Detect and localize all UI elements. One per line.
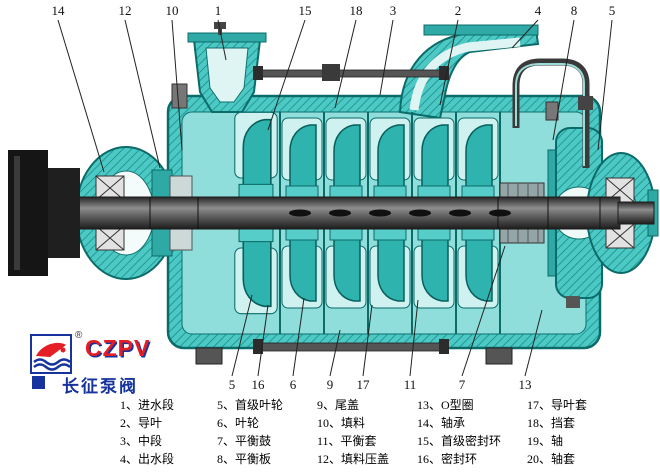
callout-label: 10	[165, 3, 179, 18]
legend-item: 5、首级叶轮	[217, 398, 284, 412]
legend-item: 12、填料压盖	[317, 452, 390, 466]
logo-accent-box	[32, 376, 45, 389]
legend-item: 3、中段	[120, 434, 163, 448]
legend-item: 20、轴套	[527, 452, 576, 466]
legend-item: 1、进水段	[120, 398, 175, 412]
legend-item: 2、导叶	[120, 416, 163, 430]
callout-label: 12	[118, 3, 132, 18]
legend-item: 7、平衡鼓	[217, 434, 272, 448]
legend-item: 9、尾盖	[317, 398, 360, 412]
callout-label: 13	[518, 377, 532, 392]
callout-label: 15	[298, 3, 312, 18]
logo-emblem-icon	[30, 334, 72, 374]
company-name: 长征泵阀	[62, 377, 138, 396]
callout-label: 14	[51, 3, 65, 18]
callout-label: 16	[251, 377, 265, 392]
callout-label: 6	[289, 377, 297, 392]
callout-label: 8	[570, 3, 578, 18]
callout-label: 9	[326, 377, 334, 392]
legend-item: 19、轴	[527, 434, 564, 448]
legend-item: 4、出水段	[120, 452, 175, 466]
legend-item: 6、叶轮	[217, 416, 260, 430]
callout-label: 18	[349, 3, 363, 18]
legend-item: 18、挡套	[527, 416, 576, 430]
legend-item: 10、填料	[317, 416, 366, 430]
shaft-coupling	[8, 150, 80, 276]
legend-item: 15、首级密封环	[417, 434, 502, 448]
callout-label: 2	[454, 3, 462, 18]
bolts-and-plugs	[171, 83, 559, 365]
packing-gland	[151, 169, 193, 257]
legend-item: 16、密封环	[417, 452, 478, 466]
callout-label: 11	[403, 377, 417, 392]
legend-item: 17、导叶套	[527, 398, 588, 412]
brand-logo: ® CZPV 长征泵阀	[26, 330, 196, 396]
callout-label: 7	[458, 377, 466, 392]
leader-lines	[57, 19, 613, 377]
callout-label: 4	[534, 3, 542, 18]
brand-text: CZPV	[85, 335, 151, 361]
legend-item: 14、轴承	[417, 416, 466, 430]
legend-column: 13、O型圈 14、轴承 15、首级密封环 16、密封环	[417, 396, 527, 468]
callout-label: 5	[228, 377, 236, 392]
pump-shaft	[59, 196, 655, 230]
legend-item: 8、平衡板	[217, 452, 272, 466]
registered-mark: ®	[75, 330, 83, 341]
legend-item: 11、平衡套	[317, 434, 377, 448]
parts-legend: 1、进水段 2、导叶 3、中段 4、出水段 5、首级叶轮 6、叶轮 7、平衡鼓 …	[120, 396, 623, 468]
callout-label: 5	[608, 3, 616, 18]
legend-item: 13、O型圈	[417, 398, 474, 412]
callout-label: 1	[214, 3, 222, 18]
legend-column: 17、导叶套 18、挡套 19、轴 20、轴套	[527, 396, 623, 468]
balance-pipe	[512, 58, 593, 168]
legend-column: 9、尾盖 10、填料 11、平衡套 12、填料压盖	[317, 396, 417, 468]
legend-column: 5、首级叶轮 6、叶轮 7、平衡鼓 8、平衡板	[217, 396, 317, 468]
callout-label: 3	[389, 3, 397, 18]
callout-label: 17	[356, 377, 370, 392]
legend-column: 1、进水段 2、导叶 3、中段 4、出水段	[120, 396, 217, 468]
